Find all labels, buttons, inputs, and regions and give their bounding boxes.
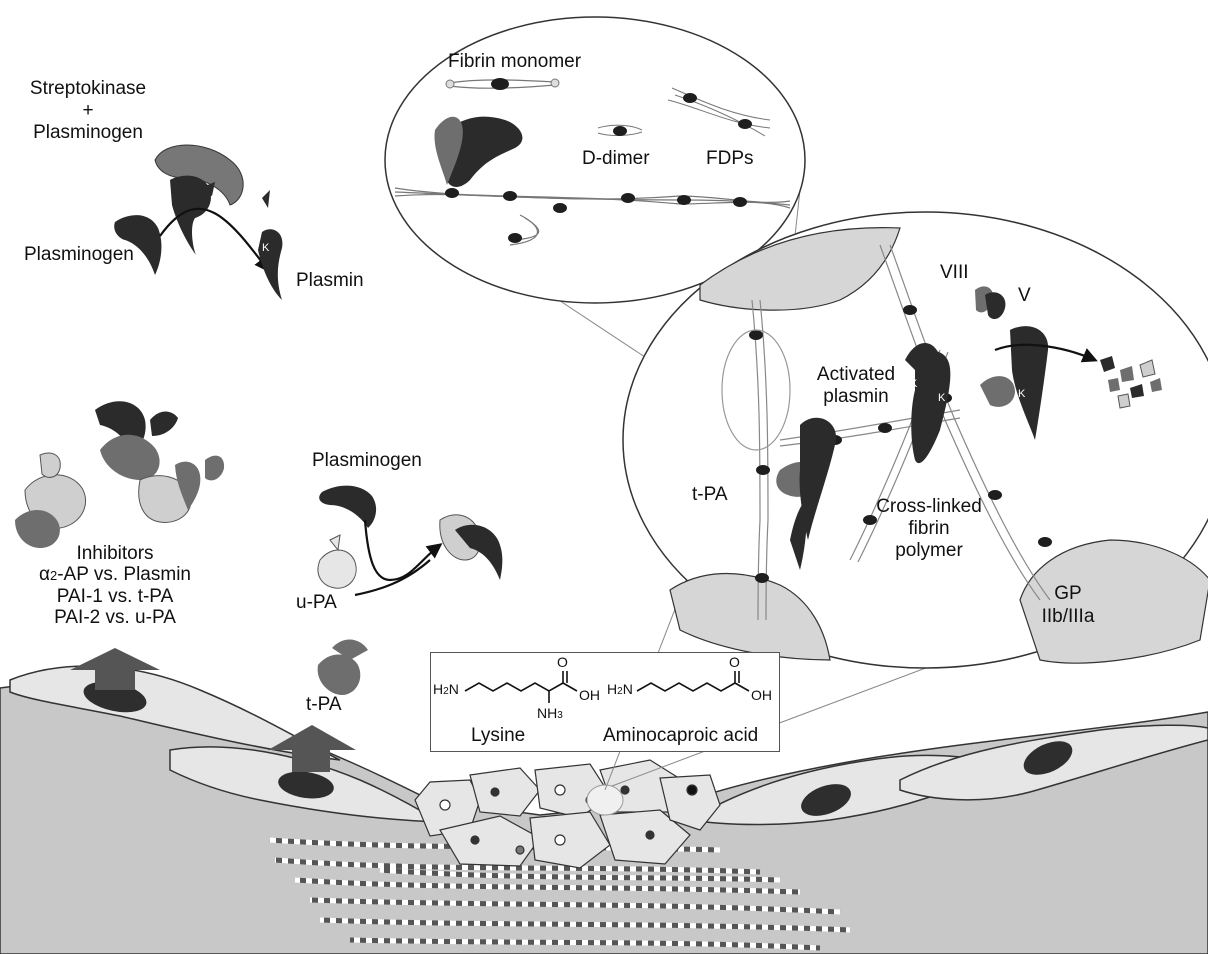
label-activated: Activated [808,364,904,386]
thrombus [415,760,720,868]
kringle-marker: K [910,378,917,391]
aminocaproic-hydroxyl: OH [751,687,772,703]
kringle-marker: K [1018,388,1025,401]
inhibitors-title: Inhibitors [20,543,210,564]
label-tpa-circle: t-PA [692,484,728,506]
label-v: V [1018,285,1031,307]
inhibitor-pai-2: PAI-2 vs. u-PA [20,607,210,628]
plasminogen-mid-shape [319,486,376,528]
label-plus: + [28,100,148,122]
aminocaproic-amine: H2N [607,681,633,697]
chemical-structures-box: H2N O OH NH3 Lysine H2N O OH Aminocaproi… [430,652,780,752]
streptokinase-complex [155,145,243,255]
label-tpa-bottom: t-PA [306,694,342,716]
label-fdps: FDPs [706,148,754,170]
label-fibrin: fibrin [864,518,994,540]
label-plasmin: Plasmin [296,270,364,292]
fibrin-polymer-inset [623,212,1208,668]
activation-arrow [365,520,440,580]
label-streptokinase: Streptokinase [28,78,148,100]
lysine-label: Lysine [471,725,525,747]
label-plasminogen-mid: Plasminogen [312,450,422,472]
inhibitor-pai-1: PAI-1 vs. t-PA [20,586,210,607]
plasmin-shape [258,229,282,300]
tpa-bottom-shape [318,654,361,695]
inhibitor-cluster [15,401,224,548]
label-viii: VIII [940,262,969,284]
label-d-dimer: D-dimer [582,148,650,170]
label-gp: GP [1028,583,1108,605]
kringle-marker: K [938,392,945,405]
label-fibrin-monomer: Fibrin monomer [448,51,581,73]
lysine-hydroxyl: OH [579,687,600,703]
lysine-amine: H2N [433,681,459,697]
label-polymer: polymer [864,540,994,562]
label-plasminogen-left: Plasminogen [24,244,134,266]
label-gp-iib-iiia: IIb/IIIa [1028,606,1108,628]
lysine-nh3: NH3 [537,705,563,721]
upa-shape [318,550,356,588]
inhibitors-text: Inhibitors α2-AP vs. Plasmin PAI-1 vs. t… [20,543,210,628]
label-crosslinked: Cross-linked [864,496,994,518]
lysine-carbonyl-o: O [557,654,568,670]
label-plasmin-circle: plasmin [808,386,904,408]
label-d-dimer-prefix: D [582,148,596,169]
aminocaproic-carbonyl-o: O [729,654,740,670]
inhibitor-alpha2-ap: α2-AP vs. Plasmin [20,564,210,585]
label-d-dimer-suffix: -dimer [596,148,650,169]
aminocaproic-skeleton [637,683,735,691]
aminocaproic-label: Aminocaproic acid [603,725,758,747]
lysine-skeleton [465,683,563,691]
label-upa: u-PA [296,592,337,614]
label-plasminogen-complex: Plasminogen [28,122,148,144]
conversion-arrow [160,209,268,270]
kringle-marker: K [262,242,269,255]
